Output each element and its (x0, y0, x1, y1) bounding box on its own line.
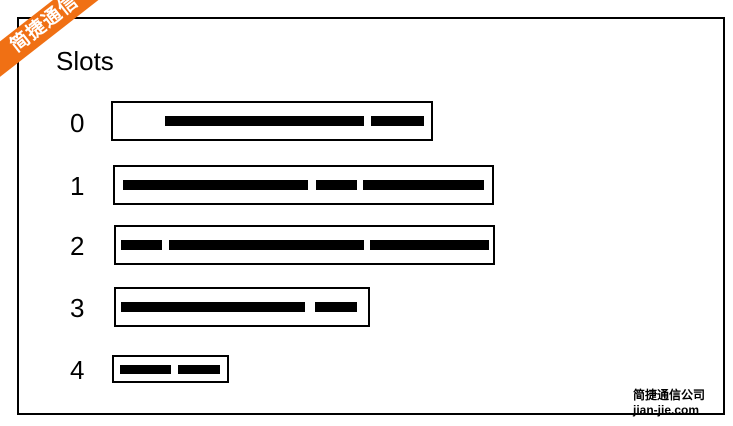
slot-label: 2 (70, 231, 85, 261)
segment (371, 116, 424, 126)
segment (123, 180, 308, 190)
segment (165, 116, 364, 126)
slot-2 (114, 225, 495, 265)
segment (120, 365, 171, 374)
segment (363, 180, 484, 190)
slot-label: 1 (70, 171, 85, 201)
diagram-frame (17, 17, 725, 415)
watermark-text: 简捷通信公司 jian-jie.com (633, 388, 705, 418)
segment (315, 302, 357, 312)
segment (121, 240, 162, 250)
segment (178, 365, 220, 374)
watermark-site: jian-jie.com (633, 403, 700, 417)
slot-label: 4 (70, 355, 85, 385)
slot-3 (114, 287, 370, 327)
segment (316, 180, 357, 190)
slot-1 (113, 165, 494, 205)
slot-label: 3 (70, 293, 85, 323)
slot-0 (111, 101, 433, 141)
watermark-company: 简捷通信公司 (633, 388, 706, 402)
segment (169, 240, 364, 250)
diagram-title: Slots (56, 46, 114, 76)
segment (370, 240, 489, 250)
slot-label: 0 (70, 108, 85, 138)
slot-4 (112, 355, 229, 383)
segment (121, 302, 305, 312)
